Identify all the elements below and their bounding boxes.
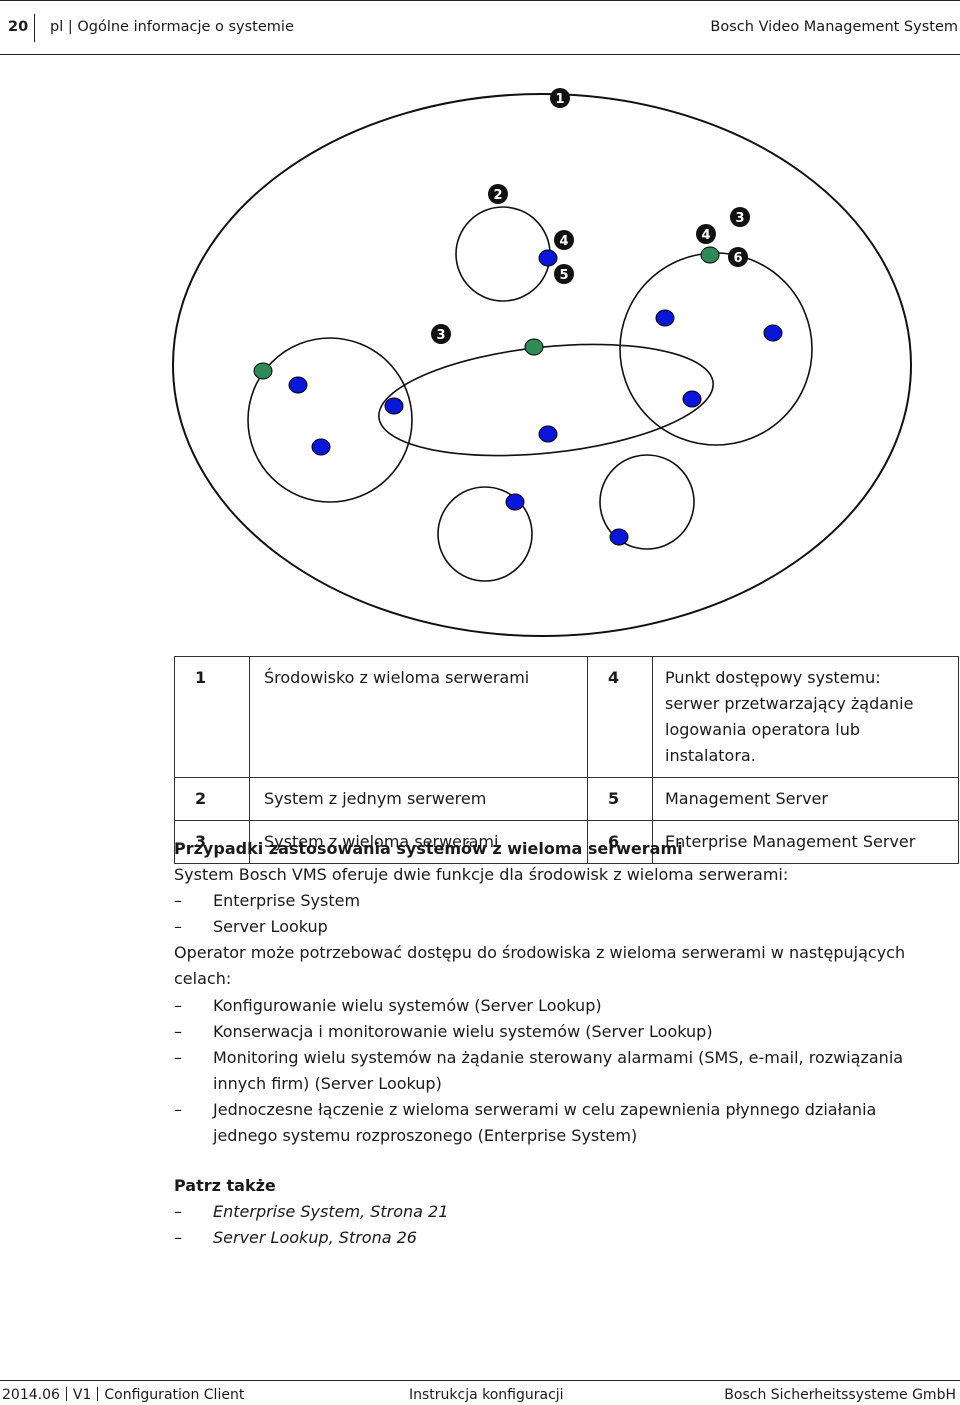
legend-row: 1 Środowisko z wieloma serwerami 4 Punkt… xyxy=(174,656,959,778)
legend-table: 1 Środowisko z wieloma serwerami 4 Punkt… xyxy=(174,656,959,864)
see-also-link[interactable]: Server Lookup, Strona 26 xyxy=(174,1225,944,1251)
legend-text: Punkt dostępowy systemu: serwer przetwar… xyxy=(652,656,959,778)
legend-row: 2 System z jednym serwerem 5 Management … xyxy=(174,777,959,821)
server-node xyxy=(655,309,675,327)
footer-rule xyxy=(0,1380,960,1381)
server-node xyxy=(288,376,308,394)
marker-4: 4 xyxy=(554,230,574,250)
legend-text: Management Server xyxy=(652,777,959,821)
legend-text: Środowisko z wieloma serwerami xyxy=(249,656,588,778)
legend-text: System z jednym serwerem xyxy=(249,777,588,821)
footer-middle: Instrukcja konfiguracji xyxy=(409,1387,564,1403)
environment-ellipse xyxy=(172,93,912,637)
multi-server-circle-left xyxy=(247,337,413,503)
list-item: Monitoring wielu systemów na żądanie ste… xyxy=(174,1045,944,1097)
purpose-text: Operator może potrzebować dostępu do śro… xyxy=(174,943,906,989)
header-top-rule xyxy=(0,0,960,1)
single-server-circle-bottom-left xyxy=(437,486,533,582)
access-point-node xyxy=(524,338,544,356)
marker-6: 6 xyxy=(728,247,748,267)
purpose-list: Konfigurowanie wielu systemów (Server Lo… xyxy=(174,993,944,1150)
svg-text:3: 3 xyxy=(735,211,744,226)
see-also-link[interactable]: Enterprise System, Strona 21 xyxy=(174,1199,944,1225)
legend-number: 1 xyxy=(174,656,250,778)
list-item: Enterprise System xyxy=(174,888,944,914)
svg-text:5: 5 xyxy=(559,268,568,283)
section-heading: Przypadki zastosowania systemów z wielom… xyxy=(174,839,683,858)
legend-number: 2 xyxy=(174,777,250,821)
list-item: Konserwacja i monitorowanie wielu system… xyxy=(174,1019,944,1045)
page-footer: 2014.06 V1 Configuration Client Instrukcja… xyxy=(0,1380,960,1405)
legend-number: 6 xyxy=(587,820,653,864)
intro-text: System Bosch VMS oferuje dwie funkcje dl… xyxy=(174,865,789,885)
svg-text:4: 4 xyxy=(559,234,568,249)
svg-text:6: 6 xyxy=(733,251,742,266)
marker-3: 3 xyxy=(431,324,451,344)
legend-number: 5 xyxy=(587,777,653,821)
footer-left: 2014.06 V1 Configuration Client xyxy=(2,1387,244,1403)
see-also-list: Enterprise System, Strona 21 Server Look… xyxy=(174,1199,944,1251)
marker-3: 3 xyxy=(730,207,750,227)
svg-text:4: 4 xyxy=(701,228,710,243)
server-node xyxy=(384,397,404,415)
server-node xyxy=(538,249,558,267)
product-name: Bosch Video Management System xyxy=(710,19,958,35)
list-item: Konfigurowanie wielu systemów (Server Lo… xyxy=(174,993,944,1019)
server-node xyxy=(609,528,629,546)
marker-4: 4 xyxy=(696,224,716,244)
footer-date: 2014.06 xyxy=(2,1387,60,1403)
server-node xyxy=(311,438,331,456)
section-title: pl | Ogólne informacje o systemie xyxy=(50,19,294,35)
access-point-node xyxy=(253,362,273,380)
single-server-circle xyxy=(455,206,551,302)
header-divider xyxy=(34,14,35,42)
legend-row: 3 System z wieloma serwerami 6 Enterpris… xyxy=(174,820,959,864)
server-node xyxy=(682,390,702,408)
legend-text: Enterprise Management Server xyxy=(652,820,959,864)
marker-1: 1 xyxy=(550,88,570,108)
legend-number: 4 xyxy=(587,656,653,778)
svg-text:2: 2 xyxy=(493,188,502,203)
marker-2: 2 xyxy=(488,184,508,204)
svg-text:1: 1 xyxy=(555,92,564,107)
header-bottom-rule xyxy=(0,54,960,55)
server-node xyxy=(505,493,525,511)
multi-server-diagram: 1 2 4 5 3 4 6 3 xyxy=(0,60,960,650)
enterprise-ellipse xyxy=(378,343,714,457)
list-item: Server Lookup xyxy=(174,914,944,940)
footer-doc: Configuration Client xyxy=(104,1387,245,1403)
server-node xyxy=(538,425,558,443)
footer-right: Bosch Sicherheitssysteme GmbH xyxy=(724,1387,956,1403)
footer-version: V1 xyxy=(72,1387,92,1403)
body-content: Przypadki zastosowania systemów z wielom… xyxy=(174,836,944,1252)
feature-list: Enterprise System Server Lookup xyxy=(174,888,944,940)
list-item: Jednoczesne łączenie z wieloma serwerami… xyxy=(174,1097,944,1149)
see-also-heading: Patrz także xyxy=(174,1176,276,1196)
single-server-circle-bottom-right xyxy=(599,454,695,550)
page-number: 20 xyxy=(8,19,29,35)
page-header: 20 pl | Ogólne informacje o systemie Bos… xyxy=(0,0,960,55)
access-point-node xyxy=(700,246,720,264)
marker-5: 5 xyxy=(554,264,574,284)
legend-number: 3 xyxy=(174,820,250,864)
server-node xyxy=(763,324,783,342)
legend-text: System z wieloma serwerami xyxy=(249,820,588,864)
svg-text:3: 3 xyxy=(436,328,445,343)
